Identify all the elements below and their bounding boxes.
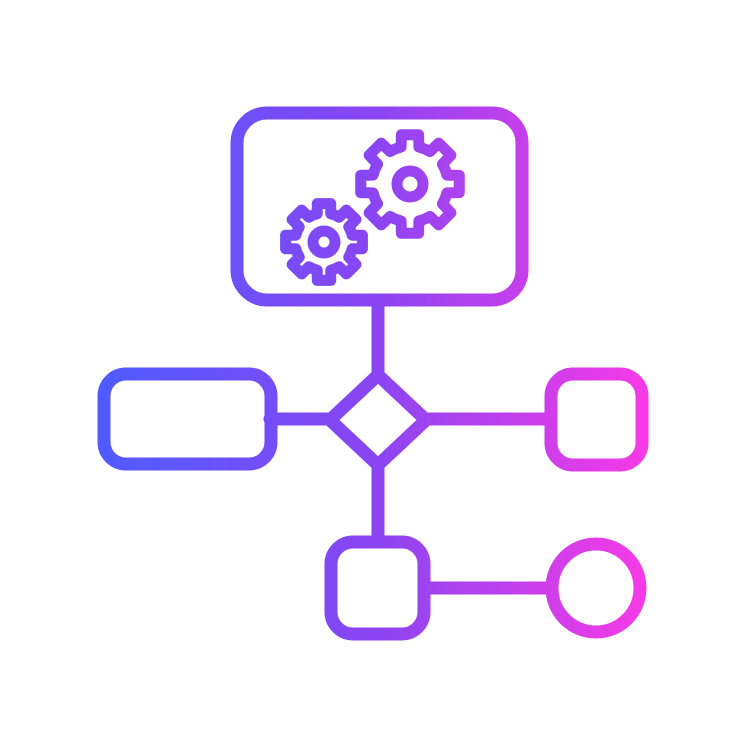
small-gear-icon: [280, 198, 368, 286]
bottom-process-box: [324, 535, 431, 641]
large-gear-hub: [391, 165, 429, 203]
small-gear-hub: [307, 225, 341, 259]
left-process-box: [97, 367, 278, 471]
large-gear-icon: [355, 129, 465, 239]
end-circle: [545, 537, 647, 639]
decision-diamond: [323, 368, 433, 472]
right-process-box: [544, 367, 649, 472]
